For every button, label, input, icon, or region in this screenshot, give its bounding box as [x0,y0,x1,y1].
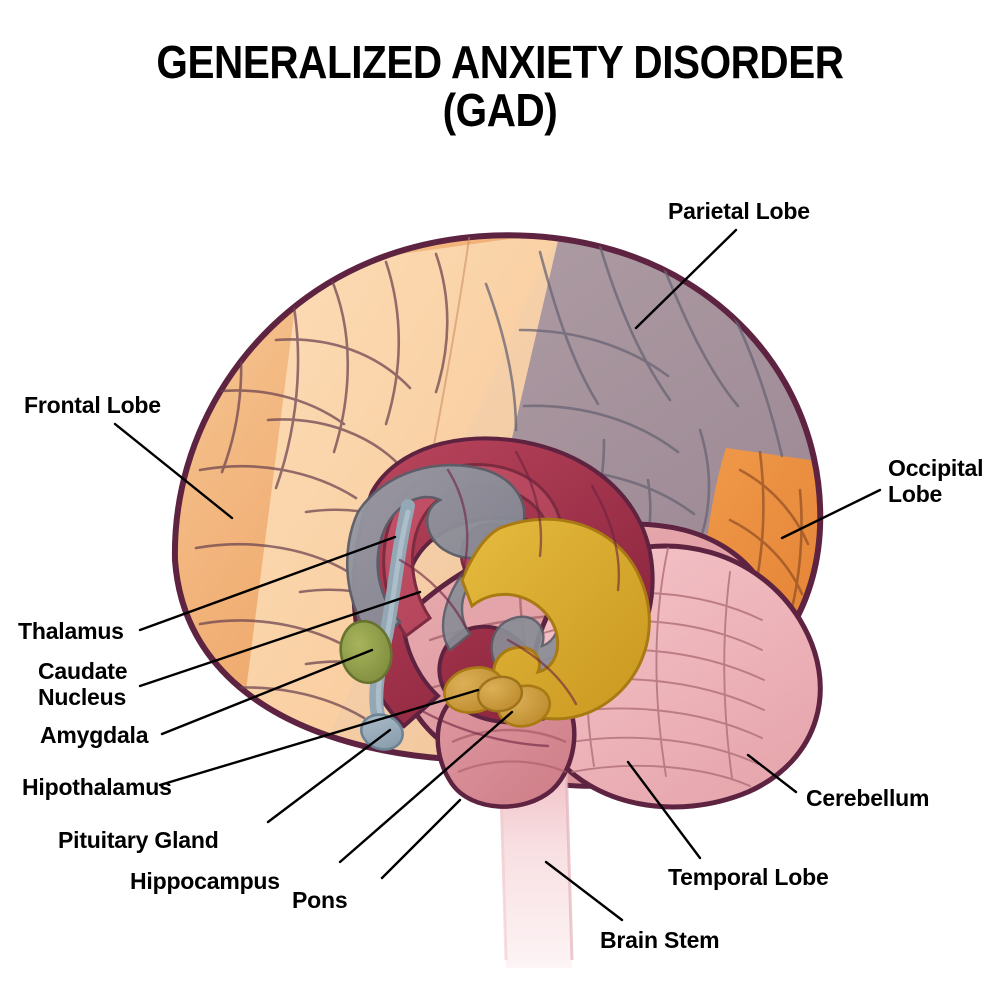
leader-pituitary-gland [266,728,392,824]
title-line-1: GENERALIZED ANXIETY DISORDER [156,36,844,88]
label-occipital-lobe[interactable]: Occipital Lobe [888,455,984,507]
title-line-2: (GAD) [442,84,558,136]
pons-fold-2 [457,760,567,774]
leader-frontal-lobe [113,422,234,520]
label-cerebellum[interactable]: Cerebellum [806,785,930,811]
hipothalamus-region [476,675,524,713]
label-pituitary-gland[interactable]: Pituitary Gland [58,827,219,853]
limbic-system [339,436,655,751]
pons-fold [451,728,567,744]
label-caudate-nucleus[interactable]: Caudate Nucleus [38,658,128,710]
leader-amygdala [160,648,374,736]
leader-brain-stem [544,860,624,922]
limbic-vessels [398,450,621,748]
label-parietal-lobe[interactable]: Parietal Lobe [668,198,810,224]
page-title: GENERALIZED ANXIETY DISORDER (GAD) [60,38,940,134]
label-pons[interactable]: Pons [292,887,348,913]
label-leader-lines [113,228,882,922]
brain-stem-edge [564,759,574,961]
label-frontal-lobe[interactable]: Frontal Lobe [24,392,161,418]
leader-cerebellum [746,753,798,794]
leader-hippocampus [338,710,514,864]
label-amygdala[interactable]: Amygdala [40,722,149,748]
cortex-outline [171,232,824,764]
label-hipothalamus[interactable]: Hipothalamus [22,774,172,800]
leader-parietal-lobe [634,228,738,330]
leader-temporal-lobe [626,760,702,860]
label-hippocampus[interactable]: Hippocampus [130,868,280,894]
leader-thalamus [138,535,397,632]
leader-pons [380,798,462,880]
leader-hipothalamus [158,688,480,787]
label-thalamus[interactable]: Thalamus [18,618,124,644]
label-temporal-lobe[interactable]: Temporal Lobe [668,864,829,890]
leader-caudate-nucleus [138,590,422,688]
hippocampus-fornix [460,517,651,721]
label-brain-stem[interactable]: Brain Stem [600,927,720,953]
leader-occipital-lobe [780,488,882,540]
